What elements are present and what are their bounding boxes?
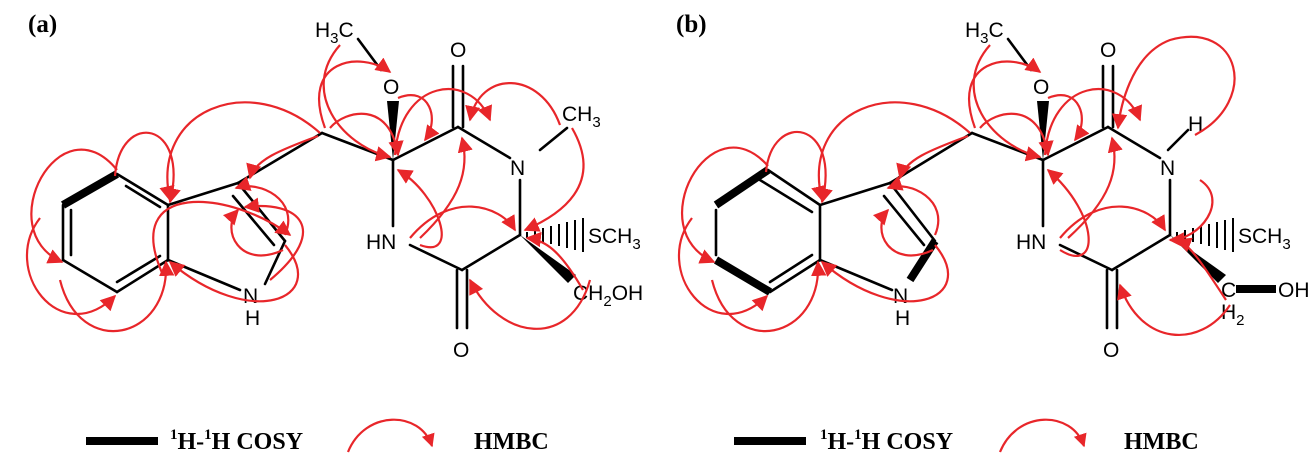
hmbc-arrow [1059, 205, 1166, 239]
carbonyl-oxygen-top: O [1100, 39, 1116, 62]
hmbc-arrow [1046, 168, 1090, 257]
hmbc-arrow [1117, 283, 1231, 337]
hmbc-arrow [243, 197, 304, 281]
ch2-carbon: C [1221, 279, 1236, 302]
methoxy-oxygen: O [383, 76, 399, 99]
sch3-label: SCH3 [1238, 225, 1291, 253]
hmbc-arrow [318, 57, 392, 129]
hmbc-arrow [246, 134, 319, 180]
hashed-bond [1176, 218, 1234, 252]
h3c-label: H3C [965, 19, 1004, 47]
cosy-legend-label: 1H-1H COSY [820, 427, 953, 455]
panel-b: (b) [676, 11, 1310, 362]
hmbc-arrow [322, 44, 392, 162]
methoxy-oxygen: O [1033, 76, 1049, 99]
carbonyl-oxygen-bottom: O [453, 339, 469, 362]
panel-b-hmbc-arrows [678, 35, 1236, 337]
hmbc-arrow [409, 205, 516, 239]
hmbc-arrow [168, 244, 299, 303]
hmbc-arrow [873, 208, 934, 257]
hmbc-arrow [972, 44, 1042, 162]
hmbc-arrow [1067, 136, 1123, 239]
hmbc-arrow [681, 146, 769, 264]
cosy-legend-label: 1H-1H COSY [170, 427, 303, 455]
ch2-hydrogen-label: H2 [1221, 301, 1245, 329]
sch3-label: SCH3 [588, 225, 641, 253]
hmbc-arrow [886, 176, 940, 236]
hydroxyl-label: OH [1278, 279, 1310, 302]
hmbc-arrow [419, 136, 473, 239]
hmbc-arrow [465, 82, 562, 126]
hmbc-arrow [710, 260, 827, 333]
indole-nitrogen: N [243, 285, 258, 308]
hmbc-arrow [1111, 35, 1236, 136]
hmbc-arrow [1168, 179, 1214, 248]
hmbc-arrow [113, 131, 181, 204]
panel-b-atoms: H3C O O N H SCH3 HN C H2 OH O N H [893, 19, 1310, 362]
hmbc-arrow [1043, 88, 1142, 156]
hmbc-legend-label: HMBC [1124, 429, 1199, 455]
hmbc-arrow [26, 217, 117, 316]
amide-nitrogen: N [510, 157, 525, 180]
hmbc-arrow [397, 94, 440, 142]
hmbc-arrow [469, 278, 592, 330]
hmbc-arrow [979, 112, 1054, 157]
carbonyl-oxygen-bottom: O [1103, 339, 1119, 362]
hmbc-legend-label: HMBC [474, 429, 549, 455]
hmbc-arrow [678, 217, 769, 316]
hmbc-legend-arrow [346, 418, 435, 453]
h3c-label: H3C [315, 19, 354, 47]
hmbc-arrow [159, 101, 321, 202]
indole-nitrogen: N [893, 285, 908, 308]
carbonyl-oxygen-top: O [450, 39, 466, 62]
hmbc-arrow [1047, 94, 1090, 142]
panel-a-cosy-bonds [61, 170, 119, 209]
hmbc-arrow [30, 148, 118, 264]
hmbc-arrow [329, 112, 404, 157]
indole-hydrogen: H [895, 307, 910, 330]
hmbc-arrow [820, 244, 949, 303]
panel-a-hmbc-arrows [26, 44, 592, 333]
legend-a: 1H-1H COSY HMBC [86, 418, 549, 455]
hmbc-arrow [152, 200, 292, 276]
hn-label: HN [366, 231, 396, 254]
hmbc-arrow [523, 127, 585, 232]
hmbc-arrow [764, 131, 833, 204]
panel-b-cosy-bonds [713, 166, 1276, 296]
hn-label: HN [1016, 231, 1046, 254]
indole-hydrogen: H [245, 307, 260, 330]
wedge-bond [387, 101, 399, 160]
hmbc-arrow [1175, 237, 1227, 301]
wedge-bond [1037, 101, 1049, 160]
amide-nitrogen: N [1160, 157, 1175, 180]
hmbc-arrow [393, 88, 492, 156]
amide-hydrogen: H [1188, 113, 1203, 136]
panel-a-label: (a) [28, 11, 57, 38]
panel-a: (a) [26, 11, 643, 362]
hmbc-arrow [968, 57, 1042, 129]
hmbc-arrow [525, 231, 584, 291]
hmbc-arrow [223, 208, 284, 257]
hmbc-arrow [896, 134, 969, 180]
hmbc-legend-arrow [998, 418, 1087, 453]
legend-b: 1H-1H COSY HMBC [734, 418, 1199, 455]
panel-a-atoms: H3C O O N CH3 SCH3 HN CH2OH O N H [243, 19, 643, 362]
panel-b-label: (b) [676, 11, 707, 38]
hmbc-arrow [811, 101, 971, 202]
n-methyl-label: CH3 [562, 103, 601, 131]
hmbc-arrow [58, 260, 175, 333]
hmbc-arrow [396, 169, 443, 249]
